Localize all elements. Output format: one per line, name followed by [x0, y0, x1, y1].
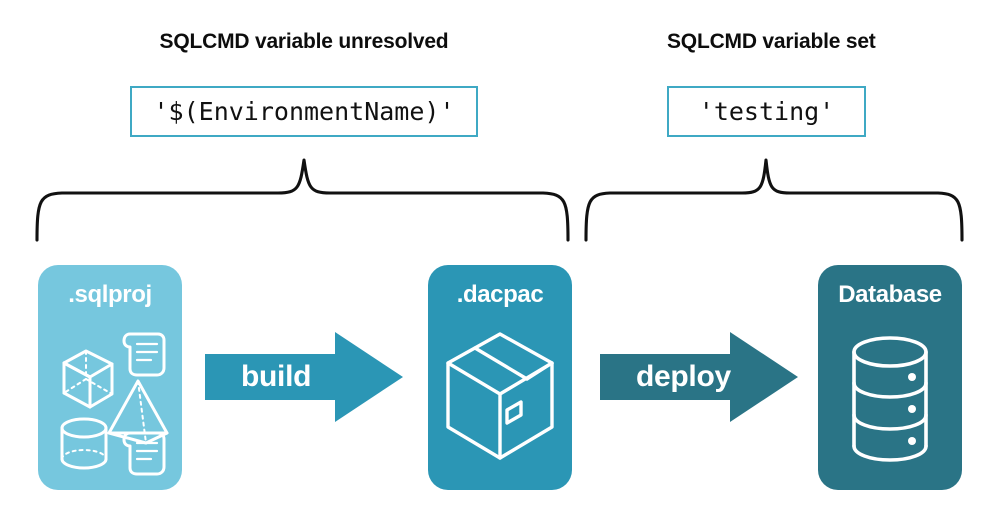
database-cylinder-icon [852, 336, 928, 462]
arrow-build: build [205, 332, 403, 422]
card-label-dacpac: .dacpac [456, 281, 544, 308]
database-artwork [852, 336, 928, 462]
brace-left [35, 158, 570, 242]
package-box-icon [446, 332, 554, 460]
brace-right [584, 158, 964, 242]
arrow-deploy-shape [600, 332, 798, 422]
section-caption-set: SQLCMD variable set [667, 30, 876, 53]
card-label-sqlproj: .sqlproj [68, 281, 152, 308]
arrow-build-label: build [241, 360, 312, 393]
arrow-build-shape [205, 332, 403, 422]
artifact-card-sqlproj: .sqlproj [38, 265, 182, 490]
dacpac-artwork [446, 332, 554, 460]
cube-icon [62, 349, 114, 409]
section-caption-unresolved: SQLCMD variable unresolved [159, 30, 449, 53]
artifact-card-dacpac: .dacpac [428, 265, 572, 490]
card-label-database: Database [838, 281, 942, 308]
artifact-card-database: Database [818, 265, 962, 490]
value-box-set: 'testing' [667, 86, 866, 137]
arrow-deploy: deploy [600, 332, 798, 422]
script-scroll-icon [122, 431, 166, 476]
database-status-dots [908, 373, 916, 445]
script-scroll-icon [122, 332, 166, 377]
cylinder-icon [60, 417, 108, 470]
value-box-unresolved: '$(EnvironmentName)' [130, 86, 478, 137]
arrow-deploy-label: deploy [636, 360, 731, 393]
sqlproj-artwork [60, 332, 169, 476]
